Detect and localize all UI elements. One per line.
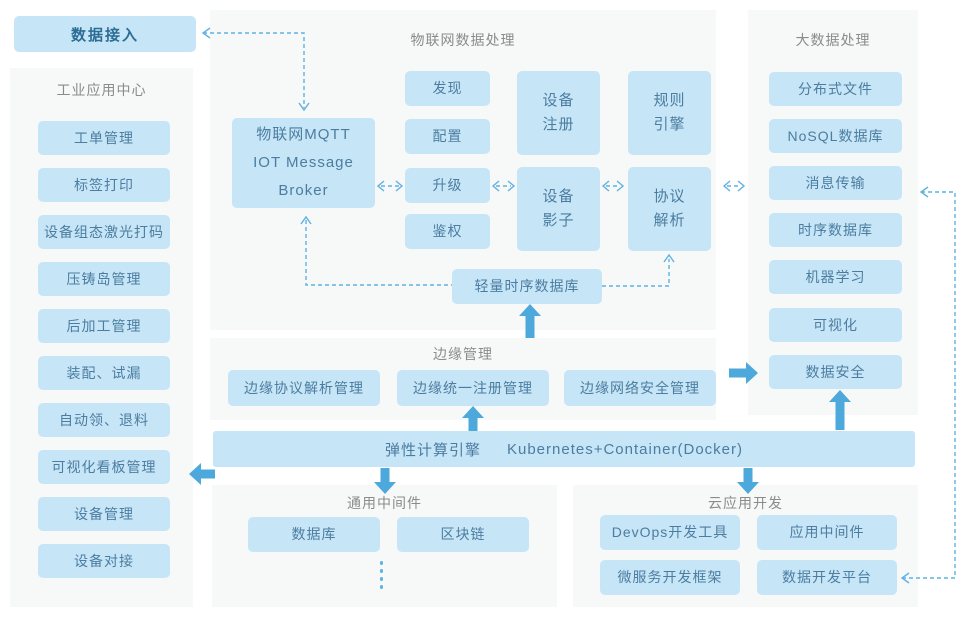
big-data-item: NoSQL数据库	[769, 119, 902, 153]
cloud-dev-item: 微服务开发框架	[600, 560, 740, 595]
industrial-item: 标签打印	[38, 168, 170, 202]
middleware-panel: 通用中间件 数据库 区块链	[212, 485, 557, 607]
industrial-item: 可视化看板管理	[38, 450, 170, 484]
industrial-item: 自动领、退料	[38, 403, 170, 437]
industrial-item: 工单管理	[38, 121, 170, 155]
cloud-dev-item: 应用中间件	[757, 515, 897, 550]
dashed-biarrow-iot-bigdata	[722, 180, 746, 192]
iot-module: 设备 影子	[517, 167, 600, 251]
broker-line: Broker	[278, 181, 329, 199]
compute-band-label-en: Kubernetes+Container(Docker)	[506, 440, 744, 458]
iot-module: 规则 引擎	[628, 71, 711, 155]
iot-function: 配置	[405, 119, 490, 154]
iot-function: 发现	[405, 71, 490, 106]
edge-item: 边缘网络安全管理	[564, 370, 716, 406]
iot-function: 鉴权	[405, 214, 490, 249]
edge-item: 边缘统一注册管理	[397, 370, 549, 406]
big-data-item: 机器学习	[769, 260, 902, 294]
data-access-node: 数据接入	[14, 16, 196, 52]
cloud-dev-panel: 云应用开发 DevOps开发工具 应用中间件 微服务开发框架 数据开发平台	[573, 485, 918, 607]
elastic-compute-band: 弹性计算引擎 Kubernetes+Container(Docker)	[213, 431, 915, 467]
iot-function: 升级	[405, 168, 490, 203]
iot-module: 设备 注册	[517, 71, 600, 155]
industrial-item: 设备组态激光打码	[38, 215, 170, 249]
middleware-title: 通用中间件	[347, 495, 422, 511]
broker-line: IOT Message	[253, 154, 354, 172]
edge-title: 边缘管理	[433, 346, 493, 362]
edge-item: 边缘协议解析管理	[228, 370, 380, 406]
cloud-dev-title: 云应用开发	[708, 495, 783, 511]
iot-title: 物联网数据处理	[410, 32, 516, 48]
edge-panel: 边缘管理 边缘协议解析管理 边缘统一注册管理 边缘网络安全管理	[210, 338, 716, 420]
industrial-app-panel: 工业应用中心 工单管理 标签打印 设备组态激光打码 压铸岛管理 后加工管理 装配…	[10, 68, 193, 607]
middleware-item: 区块链	[397, 517, 529, 552]
iot-module: 协议 解析	[628, 167, 711, 251]
big-data-item: 分布式文件	[769, 72, 902, 106]
big-data-item: 数据安全	[769, 355, 902, 389]
industrial-item: 压铸岛管理	[38, 262, 170, 296]
cloud-dev-item: DevOps开发工具	[600, 515, 740, 550]
industrial-item: 后加工管理	[38, 309, 170, 343]
industrial-item: 设备管理	[38, 497, 170, 531]
broker-line: 物联网MQTT	[256, 126, 351, 144]
compute-band-label-cn: 弹性计算引擎	[384, 441, 481, 459]
lightweight-tsdb-node: 轻量时序数据库	[452, 269, 602, 304]
cloud-dev-item: 数据开发平台	[757, 560, 897, 595]
industrial-app-title: 工业应用中心	[56, 82, 147, 98]
industrial-item: 装配、试漏	[38, 356, 170, 390]
industrial-item: 设备对接	[38, 544, 170, 578]
big-data-panel: 大数据处理 分布式文件 NoSQL数据库 消息传输 时序数据库 机器学习 可视化…	[748, 10, 918, 415]
big-data-item: 消息传输	[769, 166, 902, 200]
middleware-item: 数据库	[248, 517, 380, 552]
mqtt-broker-node: 物联网MQTT IOT Message Broker	[232, 118, 375, 208]
big-data-item: 可视化	[769, 308, 902, 342]
vertical-ellipsis-icon	[380, 561, 383, 589]
big-data-item: 时序数据库	[769, 213, 902, 247]
big-data-title: 大数据处理	[795, 32, 871, 48]
iot-panel: 物联网数据处理 物联网MQTT IOT Message Broker 发现 配置…	[210, 10, 716, 330]
